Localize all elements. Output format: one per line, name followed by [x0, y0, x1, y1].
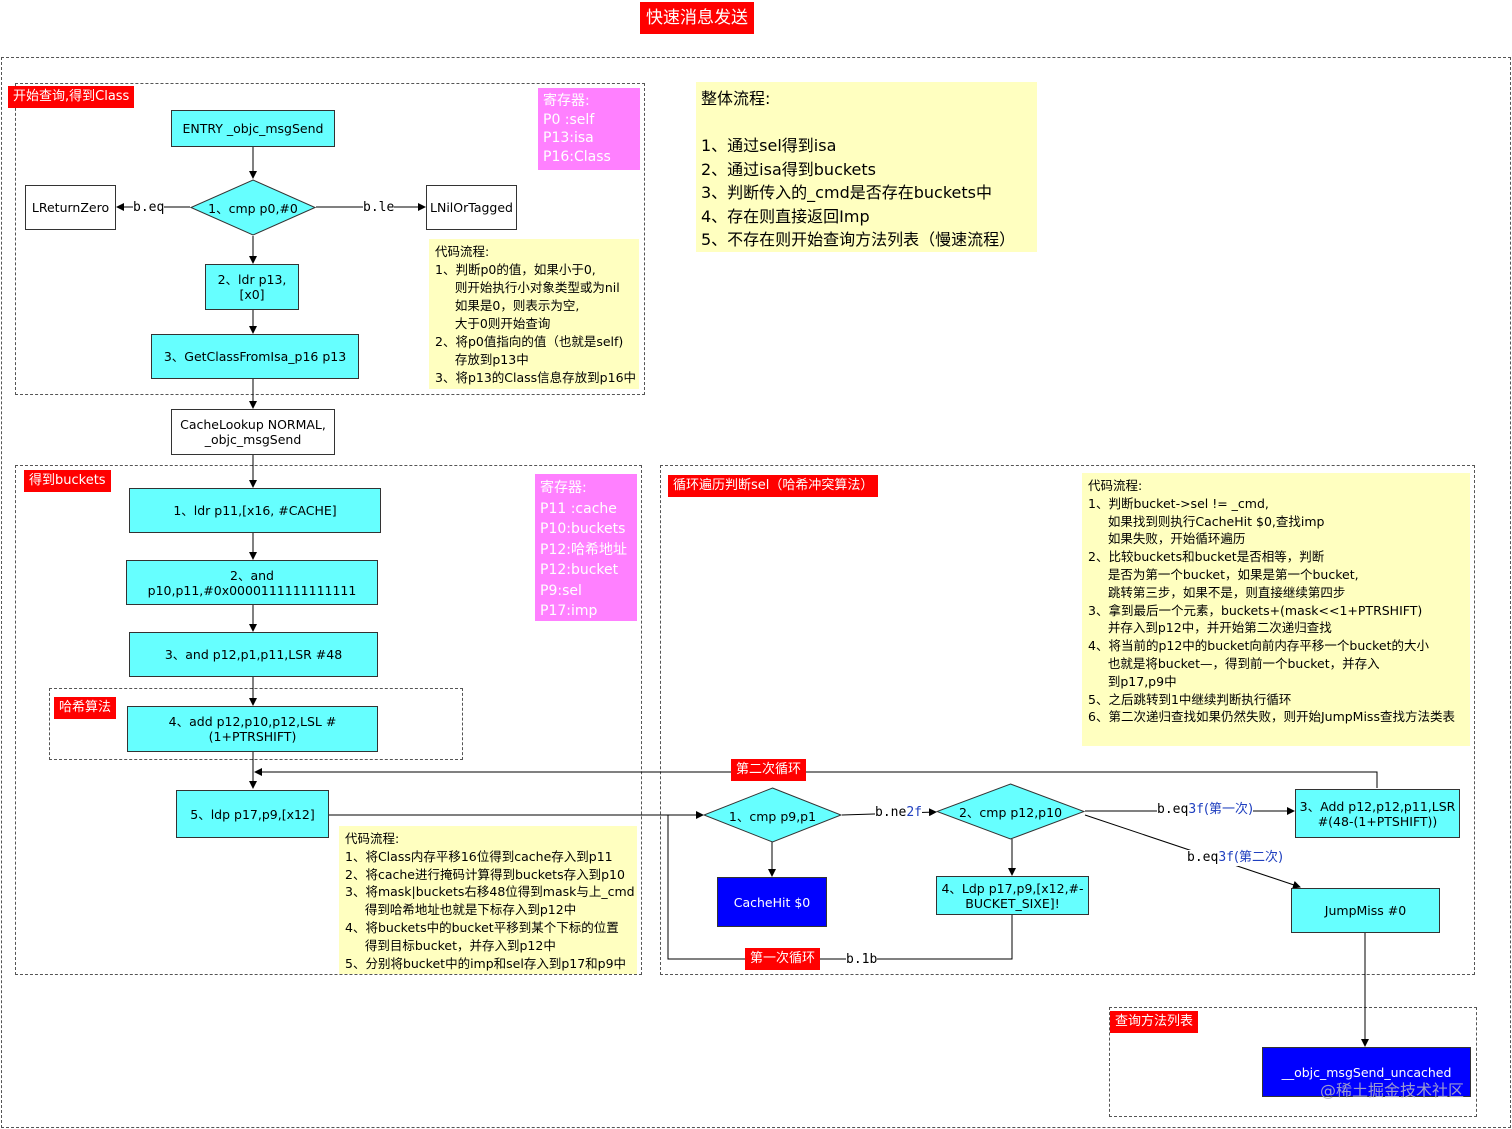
buckets-code-flow-note: 代码流程: 1、将Class内存平移16位得到cache存入到p11 2、将ca…: [339, 826, 637, 974]
lreturnzero-node: LReturnZero: [25, 185, 116, 230]
method-list-frame: [1109, 1007, 1477, 1117]
hash-tag: 哈希算法: [54, 697, 117, 719]
and-p12-node: 3、and p12,p1,p11,LSR #48: [129, 632, 378, 677]
b-eq-second-op: b.eq: [1187, 850, 1219, 865]
buckets-tag: 得到buckets: [24, 470, 111, 492]
add-p12-loop-line1: 3、Add p12,p12,p11,LSR: [1299, 798, 1456, 814]
buckets-frame: [15, 465, 642, 975]
b-le-label: b.le: [363, 200, 395, 216]
class-lookup-frame: [15, 83, 645, 395]
b-eq-first-note: (第一次): [1203, 802, 1254, 817]
objc-msgsend-uncached-node: __objc_msgSend_uncached: [1262, 1047, 1471, 1097]
b-eq-3f-first-label: b.eq3f(第一次): [1157, 802, 1254, 818]
jumpmiss-node: JumpMiss #0: [1291, 888, 1440, 933]
class-code-flow-note: 代码流程: 1、判断p0的值，如果小于0, 则开始执行小对象类型或为nil 如果…: [429, 239, 639, 389]
cachelookup-line2: _objc_msgSend: [204, 432, 302, 447]
ldr-p13-node: 2、ldr p13,[x0]: [205, 264, 299, 310]
registers-buckets-note: 寄存器: P11 :cache P10:buckets P12:哈希地址 P12…: [535, 474, 637, 621]
cmp-p9-p1-label: 1、cmp p9,p1: [728, 808, 817, 824]
outer-frame: [1, 57, 1511, 1128]
b-eq-second-note: (第二次): [1233, 850, 1284, 865]
cmp-p0-label: 1、cmp p0,#0: [208, 201, 298, 216]
cachehit-node: CacheHit $0: [717, 877, 827, 927]
b-eq-label: b.eq: [133, 200, 165, 216]
b-1b-label: b.1b: [846, 952, 878, 968]
entry-objc-msgsend-node: ENTRY _objc_msgSend: [171, 110, 335, 147]
b-ne-2f-label: b.ne2f: [875, 805, 922, 821]
ldr-p11-node: 1、ldr p11,[x16, #CACHE]: [129, 488, 381, 533]
cachelookup-node: CacheLookup NORMAL, _objc_msgSend: [171, 409, 335, 455]
add-p12-hash-node: 4、add p12,p10,p12,LSL #(1+PTRSHIFT): [127, 706, 378, 752]
loop-tag: 循环遍历判断sel（哈希冲突算法）: [668, 475, 879, 497]
and-p10-node: 2、and p10,p11,#0x0000111111111111: [126, 560, 378, 605]
first-loop-tag: 第一次循环: [745, 948, 821, 970]
cmp-p12-p10-label: 2、cmp p12,p10: [958, 805, 1063, 820]
cachelookup-line1: CacheLookup NORMAL,: [180, 417, 326, 432]
cmp-p12-p10-decision: 2、cmp p12,p10: [936, 783, 1085, 840]
ldp-p17-node: 5、ldp p17,p9,[x12]: [176, 790, 329, 838]
b-eq-first-target: 3f: [1188, 802, 1204, 817]
registers-class-note: 寄存器: P0 :self P13:isa P16:Class: [538, 88, 640, 170]
b-ne-op: b.ne: [875, 805, 907, 820]
b-eq-second-target: 3f: [1218, 850, 1234, 865]
ldp-bucket-line2: BUCKET_SIXE]!: [965, 895, 1060, 911]
cmp-p0-decision: 1、cmp p0,#0: [190, 179, 316, 236]
cmp-p9-p1-decision: 1、cmp p9,p1: [703, 787, 842, 843]
add-p12-loop-line2: #(48-(1+PTSHIFT)): [1317, 813, 1438, 829]
get-class-from-isa-node: 3、GetClassFromIsa_p16 p13: [151, 334, 359, 379]
b-eq-3f-second-label: b.eq3f(第二次): [1187, 850, 1284, 866]
b-ne-target: 2f: [906, 805, 922, 820]
ldp-bucket-line1: 4、Ldp p17,p9,[x12,#-: [941, 880, 1084, 896]
method-list-tag: 查询方法列表: [1110, 1011, 1199, 1033]
ldp-bucket-node: 4、Ldp p17,p9,[x12,#- BUCKET_SIXE]!: [936, 876, 1089, 915]
loop-code-flow-note: 代码流程: 1、判断bucket->sel != _cmd, 如果找到则执行Ca…: [1082, 473, 1470, 746]
watermark: @稀土掘金技术社区: [1320, 1081, 1465, 1100]
diagram-title: 快速消息发送: [640, 2, 754, 34]
second-loop-tag: 第二次循环: [731, 759, 807, 781]
class-lookup-tag: 开始查询,得到Class: [8, 86, 135, 108]
add-p12-loop-node: 3、Add p12,p12,p11,LSR #(48-(1+PTSHIFT)): [1295, 789, 1460, 838]
hash-frame: [49, 688, 463, 760]
loop-frame: [660, 465, 1475, 975]
overall-flow-note: 整体流程: 1、通过sel得到isa 2、通过isa得到buckets 3、判断…: [696, 82, 1037, 252]
b-eq-first-op: b.eq: [1157, 802, 1189, 817]
lnilortagged-node: LNilOrTagged: [426, 185, 517, 230]
